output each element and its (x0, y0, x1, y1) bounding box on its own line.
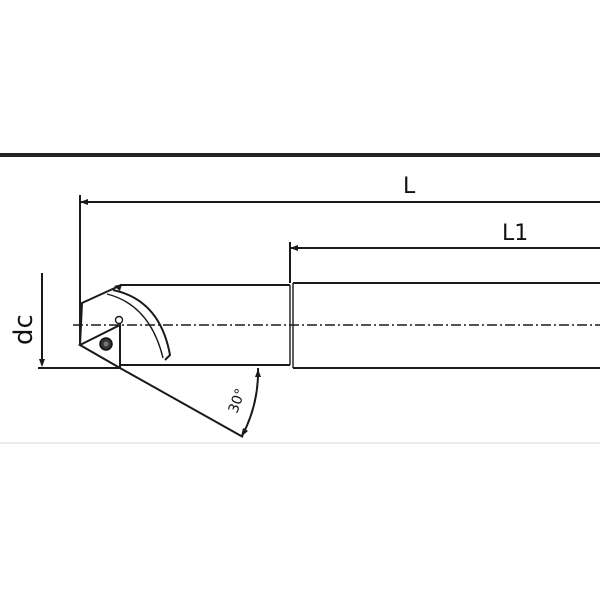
clamp-pin (114, 315, 124, 325)
dc-arrow-icon (39, 359, 45, 367)
groove-corner-mark (114, 284, 122, 291)
chip-groove-outer (112, 289, 172, 361)
angle-arrow-bottom-icon (241, 428, 248, 437)
angle-arrow-top-icon (255, 369, 261, 377)
angle-leg-line (119, 367, 244, 438)
angle-label: 30° (226, 387, 250, 416)
l-arrow-icon (80, 199, 88, 205)
l1-label: L1 (502, 221, 528, 246)
l-label: L (403, 174, 416, 199)
dc-label: dc (9, 314, 39, 345)
triangular-insert (77, 323, 121, 370)
chip-groove-inner (106, 293, 164, 359)
frame-top-border (0, 153, 600, 157)
head-nose-outline (79, 284, 123, 346)
l1-arrow-icon (290, 245, 298, 251)
insert-screw-center (103, 341, 109, 347)
